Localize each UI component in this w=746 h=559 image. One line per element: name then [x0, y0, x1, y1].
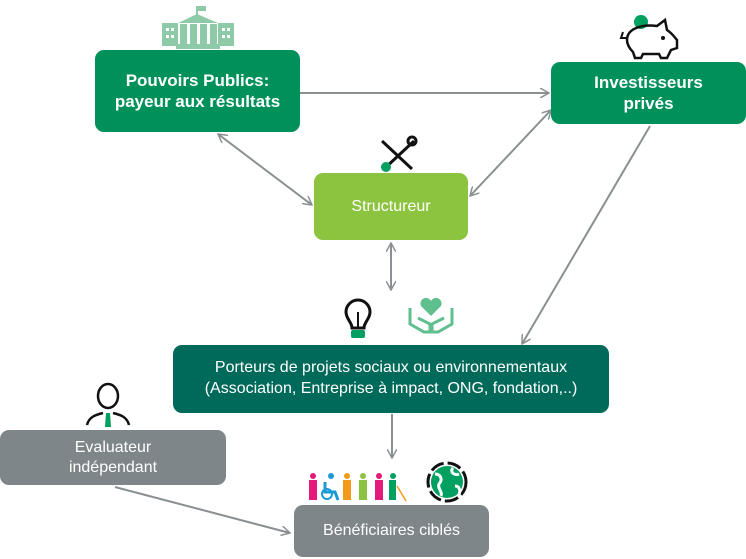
arrow-publics-structureur [218, 134, 312, 205]
arrow-evaluateur-to-beneficiaires [114, 486, 290, 533]
person-icon [85, 382, 131, 427]
node-porteurs: Porteurs de projets sociaux ou environne… [173, 345, 609, 413]
node-investisseurs: Investisseurs privés [551, 62, 746, 124]
government-building-icon [162, 6, 234, 49]
arrow-structureur-investisseurs [470, 110, 551, 196]
node-label: Evaluateur indépendant [68, 438, 158, 476]
people-icon [309, 473, 407, 502]
tools-icon [380, 135, 418, 172]
heart-hands-icon [408, 297, 454, 334]
node-label: Bénéficiaires ciblés [323, 522, 460, 539]
node-label: Structureur [351, 197, 431, 215]
node-beneficiaires: Bénéficiaires ciblés [294, 505, 489, 557]
arrow-investisseurs-to-porteurs [521, 125, 651, 344]
piggy-bank-icon [619, 15, 679, 60]
node-label: Porteurs de projets sociaux ou environne… [204, 359, 578, 397]
globe-icon [426, 461, 468, 503]
node-structureur: Structureur [314, 173, 468, 240]
node-label: Pouvoirs Publics: payeur aux résultats [114, 70, 281, 111]
lightbulb-icon [344, 298, 372, 338]
node-label: Investisseurs privés [594, 72, 703, 113]
node-pouvoirs-publics: Pouvoirs Publics: payeur aux résultats [95, 50, 300, 132]
node-evaluateur: Evaluateur indépendant [0, 430, 226, 485]
